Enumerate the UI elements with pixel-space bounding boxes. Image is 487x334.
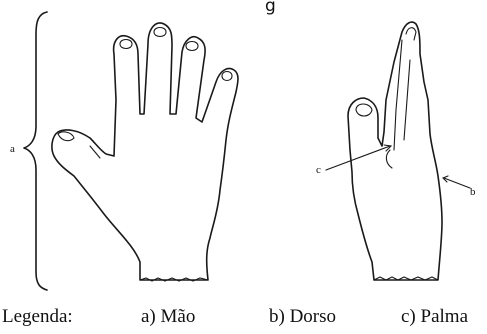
- right-hand: [348, 22, 442, 280]
- left-hand: [52, 23, 238, 281]
- left-nail-little: [222, 72, 232, 81]
- caption-item-a: a) Mão: [141, 306, 195, 327]
- left-thumb-nail: [58, 132, 74, 141]
- pointer-b-line: [444, 178, 470, 188]
- left-nail-ring: [186, 42, 198, 51]
- brace: [24, 12, 47, 290]
- caption-item-c: c) Palma: [401, 306, 469, 327]
- caption-item-b: b) Dorso: [269, 306, 336, 327]
- top-cropped-text: g: [265, 0, 276, 16]
- left-nail-index: [120, 40, 132, 49]
- right-fingertip-nail: [406, 28, 416, 40]
- left-hand-outline: [52, 23, 238, 280]
- left-nail-middle: [154, 28, 166, 37]
- pointer-label-c: c: [316, 164, 321, 176]
- right-thumb-nail: [356, 104, 372, 116]
- right-thumb-curl: [386, 150, 392, 168]
- pointer-label-b: b: [470, 186, 476, 198]
- brace-label-a: a: [10, 143, 15, 155]
- right-hand-outline: [348, 22, 442, 280]
- pointer-c-line: [326, 146, 390, 170]
- caption-legend: Legenda:: [2, 306, 73, 327]
- right-finger-line-2: [404, 60, 410, 140]
